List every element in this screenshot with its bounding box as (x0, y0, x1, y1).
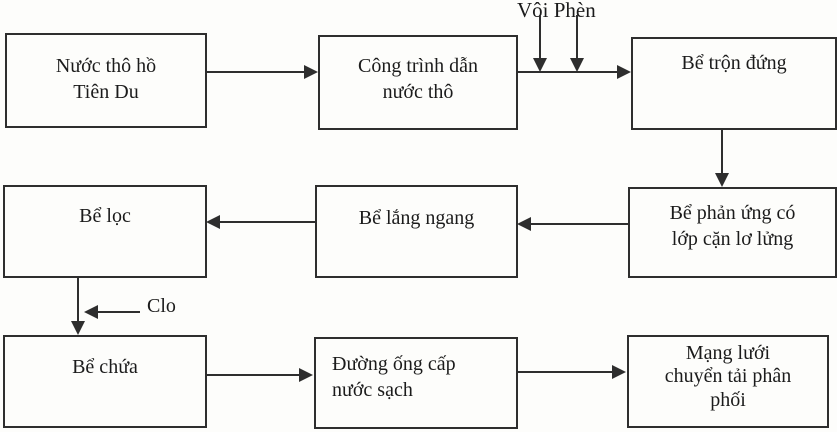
arrowhead-down-icon (533, 58, 547, 72)
box-duong-ong-cap-nuoc-sach: Đường ống cấp nước sạch (314, 337, 518, 429)
arrowhead-left-icon (84, 305, 98, 319)
arrowhead-right-icon (304, 65, 318, 79)
dosing-line-voi (539, 15, 541, 60)
dosing-line-clo (98, 311, 140, 313)
arrowhead-down-icon (71, 321, 85, 335)
arrowhead-right-icon (612, 365, 626, 379)
dosing-line-phen (576, 15, 578, 60)
arrow-line-pipeline-to-network (518, 371, 614, 373)
box-mang-luoi-phan-phoi: Mạng lưới chuyển tải phân phối (627, 335, 829, 428)
arrow-line-reservoir-to-pipeline (207, 374, 301, 376)
label-clo: Clo (147, 295, 176, 317)
arrowhead-left-icon (206, 215, 220, 229)
arrowhead-left-icon (517, 217, 531, 231)
box-be-loc: Bể lọc (3, 185, 207, 278)
arrow-line-reactor-to-settling (531, 223, 628, 225)
box-be-phan-ung: Bể phản ứng có lớp cặn lơ lửng (628, 187, 837, 278)
arrow-line-raw-to-intake (207, 71, 306, 73)
box-be-tron-dung: Bể trộn đứng (631, 37, 837, 130)
arrow-line-mixer-to-reactor (721, 130, 723, 175)
box-be-chua: Bể chứa (3, 335, 207, 428)
box-be-lang-ngang: Bể lắng ngang (315, 185, 518, 278)
arrowhead-down-icon (715, 173, 729, 187)
arrowhead-right-icon (617, 65, 631, 79)
arrowhead-right-icon (299, 368, 313, 382)
arrow-line-intake-to-mixer (517, 71, 619, 73)
arrow-line-settling-to-filter (220, 221, 315, 223)
box-nuoc-tho-ho-tien-du: Nước thô hồ Tiên Du (5, 33, 207, 128)
arrow-line-filter-to-reservoir (77, 277, 79, 323)
label-voi-phen: Vôi Phèn (517, 0, 596, 22)
arrowhead-down-icon (570, 58, 584, 72)
box-cong-trinh-dan-nuoc-tho: Công trình dẫn nước thô (318, 35, 518, 130)
